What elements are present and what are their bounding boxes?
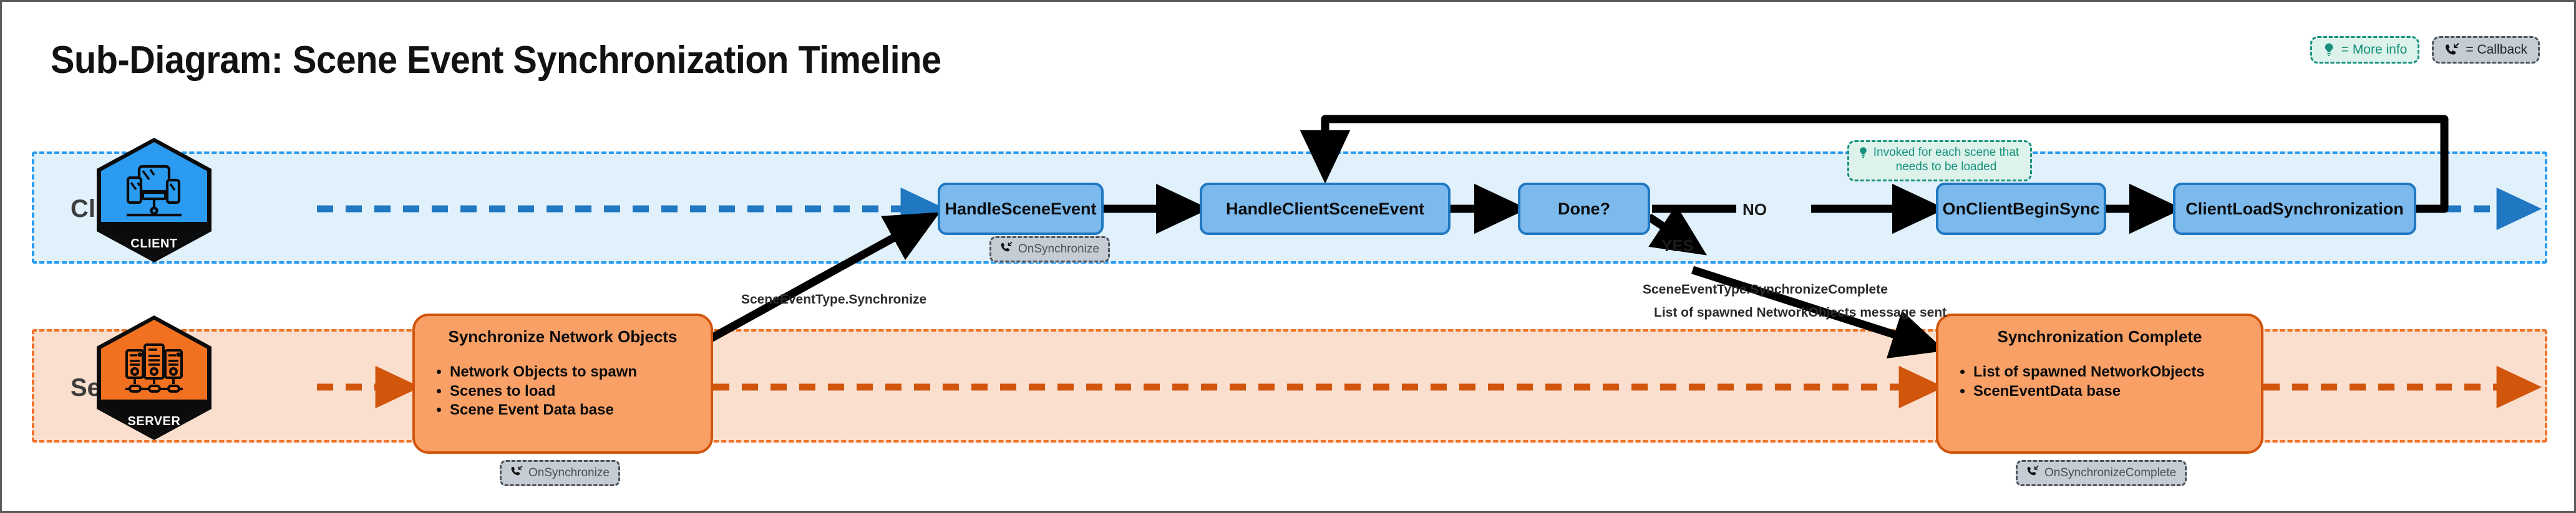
server-racks-icon	[122, 342, 187, 402]
list-item: Scenes to load	[450, 382, 694, 401]
list-item: Scene Event Data base	[450, 401, 694, 420]
node-handle-scene-event[interactable]: HandleSceneEvent	[938, 183, 1104, 235]
devices-icon	[122, 164, 187, 224]
node-synchronize-network-objects-bullets: Network Objects to spawn Scenes to load …	[431, 363, 694, 420]
callback-badge-label: OnSynchronize	[1018, 242, 1099, 256]
phone-callback-icon	[2444, 42, 2459, 57]
node-handle-scene-event-label: HandleSceneEvent	[945, 199, 1097, 218]
tooltip-invoked-for-each-scene: Invoked for each scene that needs to be …	[1847, 140, 2032, 181]
node-handle-client-scene-event-label: HandleClientSceneEvent	[1225, 199, 1425, 218]
legend: = More info = Callback	[2310, 36, 2540, 64]
server-role-icon: SERVER	[97, 315, 211, 440]
node-synchronize-network-objects[interactable]: Synchronize Network Objects Network Obje…	[412, 314, 713, 454]
legend-callback: = Callback	[2432, 36, 2540, 64]
node-synchronization-complete-title: Synchronization Complete	[1997, 327, 2202, 346]
edge-label-spawned-list: List of spawned NetworkObjects message s…	[1654, 305, 1947, 320]
lightbulb-icon	[2323, 42, 2335, 57]
lightbulb-icon	[1858, 146, 1869, 163]
callback-badge-onsynchronizecomplete[interactable]: OnSynchronizeComplete	[2016, 460, 2187, 486]
callback-badge-label: OnSynchronize	[528, 466, 610, 479]
tooltip-line-1: Invoked for each scene that	[1873, 146, 2019, 159]
node-done-label: Done?	[1558, 199, 1610, 218]
legend-more-info: = More info	[2310, 36, 2420, 64]
callback-badge-label: OnSynchronizeComplete	[2044, 466, 2177, 479]
phone-callback-icon	[1000, 241, 1013, 257]
list-item: ScenEventData base	[1973, 382, 2245, 401]
node-handle-client-scene-event[interactable]: HandleClientSceneEvent	[1200, 183, 1451, 235]
edge-label-no: NO	[1742, 200, 1767, 219]
phone-callback-icon	[510, 465, 523, 481]
node-synchronization-complete-bullets: List of spawned NetworkObjects ScenEvent…	[1955, 363, 2245, 401]
page-title: Sub-Diagram: Scene Event Synchronization…	[51, 39, 941, 82]
legend-more-info-label: = More info	[2341, 42, 2408, 57]
node-client-load-synchronization[interactable]: ClientLoadSynchronization	[2173, 183, 2416, 235]
legend-callback-label: = Callback	[2466, 42, 2527, 57]
client-icon-caption: CLIENT	[130, 237, 178, 251]
edge-label-yes: YES	[1661, 236, 1694, 255]
list-item: List of spawned NetworkObjects	[1973, 363, 2245, 382]
list-item: Network Objects to spawn	[450, 363, 694, 382]
node-synchronization-complete[interactable]: Synchronization Complete List of spawned…	[1936, 314, 2263, 454]
node-synchronize-network-objects-title: Synchronize Network Objects	[448, 327, 678, 346]
tooltip-line-2: needs to be loaded	[1895, 160, 1997, 173]
server-icon-caption: SERVER	[127, 415, 181, 428]
callback-badge-onsynchronize-client[interactable]: OnSynchronize	[989, 236, 1110, 262]
node-on-client-begin-sync[interactable]: OnClientBeginSync	[1936, 183, 2106, 235]
edge-label-synchronize: SceneEventType.Synchronize	[741, 292, 927, 307]
edge-label-synchronize-complete: SceneEventType.SynchronizeComplete	[1643, 282, 1888, 297]
phone-callback-icon	[2026, 465, 2039, 481]
node-on-client-begin-sync-label: OnClientBeginSync	[1942, 199, 2100, 218]
node-client-load-synchronization-label: ClientLoadSynchronization	[2185, 199, 2404, 218]
client-role-icon: CLIENT	[97, 138, 211, 262]
callback-badge-onsynchronize-server[interactable]: OnSynchronize	[500, 460, 620, 486]
node-done[interactable]: Done?	[1518, 183, 1650, 235]
